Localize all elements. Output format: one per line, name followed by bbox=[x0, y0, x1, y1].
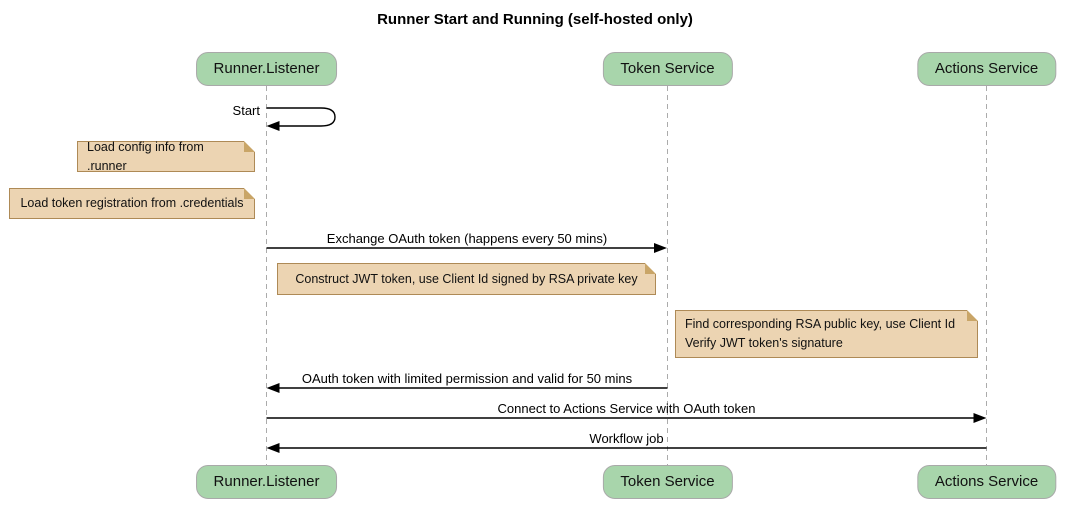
note-construct-jwt: Construct JWT token, use Client Id signe… bbox=[277, 263, 656, 295]
actor-token-service-top: Token Service bbox=[602, 52, 733, 86]
note-load-token-registration: Load token registration from .credential… bbox=[9, 188, 255, 219]
note-text: Find corresponding RSA public key, use C… bbox=[685, 317, 956, 350]
self-message-arrow bbox=[266, 107, 336, 127]
note-fold-icon bbox=[244, 141, 255, 152]
message-start-label: Start bbox=[232, 103, 260, 118]
message-exchange-arrowhead bbox=[654, 243, 667, 253]
self-message-arrowhead bbox=[266, 121, 280, 131]
actor-actions-service-bottom: Actions Service bbox=[916, 465, 1057, 499]
message-workflow-arrowhead bbox=[266, 443, 280, 453]
note-text: Construct JWT token, use Client Id signe… bbox=[295, 271, 638, 286]
note-fold-icon bbox=[645, 263, 656, 274]
actor-token-service-bottom: Token Service bbox=[602, 465, 733, 499]
diagram-title: Runner Start and Running (self-hosted on… bbox=[377, 11, 693, 28]
note-text: Load token registration from .credential… bbox=[20, 196, 244, 211]
note-fold-icon bbox=[967, 310, 978, 321]
note-fold-icon bbox=[244, 188, 255, 199]
message-exchange-label: Exchange OAuth token (happens every 50 m… bbox=[326, 231, 608, 246]
actor-runner-listener-top: Runner.Listener bbox=[195, 52, 338, 86]
message-connect-arrowhead bbox=[973, 413, 987, 423]
actor-runner-listener-bottom: Runner.Listener bbox=[195, 465, 338, 499]
message-oauth-return-label: OAuth token with limited permission and … bbox=[301, 371, 633, 386]
note-verify-jwt: Find corresponding RSA public key, use C… bbox=[675, 310, 978, 358]
note-load-config: Load config info from .runner bbox=[77, 140, 255, 173]
message-workflow-label: Workflow job bbox=[589, 431, 664, 446]
note-text: Load config info from .runner bbox=[87, 139, 204, 173]
message-oauth-return-arrowhead bbox=[266, 383, 280, 393]
actor-actions-service-top: Actions Service bbox=[916, 52, 1057, 86]
message-connect-label: Connect to Actions Service with OAuth to… bbox=[497, 401, 756, 416]
